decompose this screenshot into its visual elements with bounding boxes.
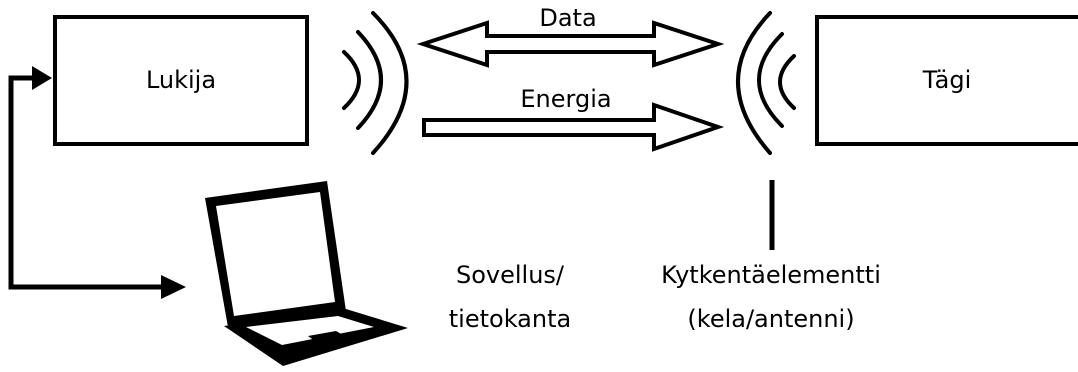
data-double-arrow bbox=[416, 20, 725, 68]
reader-wave-small bbox=[342, 50, 361, 110]
tag-wave-large bbox=[736, 11, 772, 155]
tag-box bbox=[815, 15, 1078, 146]
energy-label: Energia bbox=[520, 85, 611, 113]
application-label: Sovellus/ tietokanta bbox=[449, 261, 571, 333]
reader-wave-large bbox=[371, 11, 409, 155]
data-label: Data bbox=[539, 4, 596, 32]
data-link: Data bbox=[416, 4, 725, 68]
coupling-label-line2: (kela/antenni) bbox=[687, 305, 854, 333]
connector-line bbox=[8, 75, 164, 290]
coupling-element: Kytkentäelementti (kela/antenni) bbox=[661, 180, 881, 333]
tag-wave-small bbox=[778, 54, 796, 110]
energy-arrow bbox=[422, 102, 725, 152]
reader-wave-medium bbox=[356, 30, 383, 130]
coupling-label-line1: Kytkentäelementti bbox=[661, 261, 881, 289]
application-label-line2: tietokanta bbox=[449, 305, 571, 333]
reader-box bbox=[53, 15, 309, 146]
reader-label: Lukija bbox=[146, 66, 216, 94]
laptop-icon bbox=[205, 181, 408, 366]
laptop-keyboard bbox=[246, 316, 374, 345]
arrowhead-to-laptop bbox=[161, 275, 186, 299]
reader-waves-icon bbox=[342, 11, 409, 155]
application-label-line1: Sovellus/ bbox=[456, 261, 565, 289]
reader-node: Lukija bbox=[53, 15, 309, 146]
tag-node: Tägi bbox=[815, 15, 1078, 146]
tag-wave-medium bbox=[757, 32, 784, 128]
laptop-touchpad bbox=[308, 331, 352, 347]
arrowhead-to-reader bbox=[32, 66, 52, 90]
tag-label: Tägi bbox=[922, 66, 971, 94]
app-reader-connector bbox=[8, 66, 186, 299]
laptop-screen bbox=[216, 192, 335, 316]
energy-link: Energia bbox=[422, 85, 725, 152]
tag-waves-icon bbox=[736, 11, 796, 155]
